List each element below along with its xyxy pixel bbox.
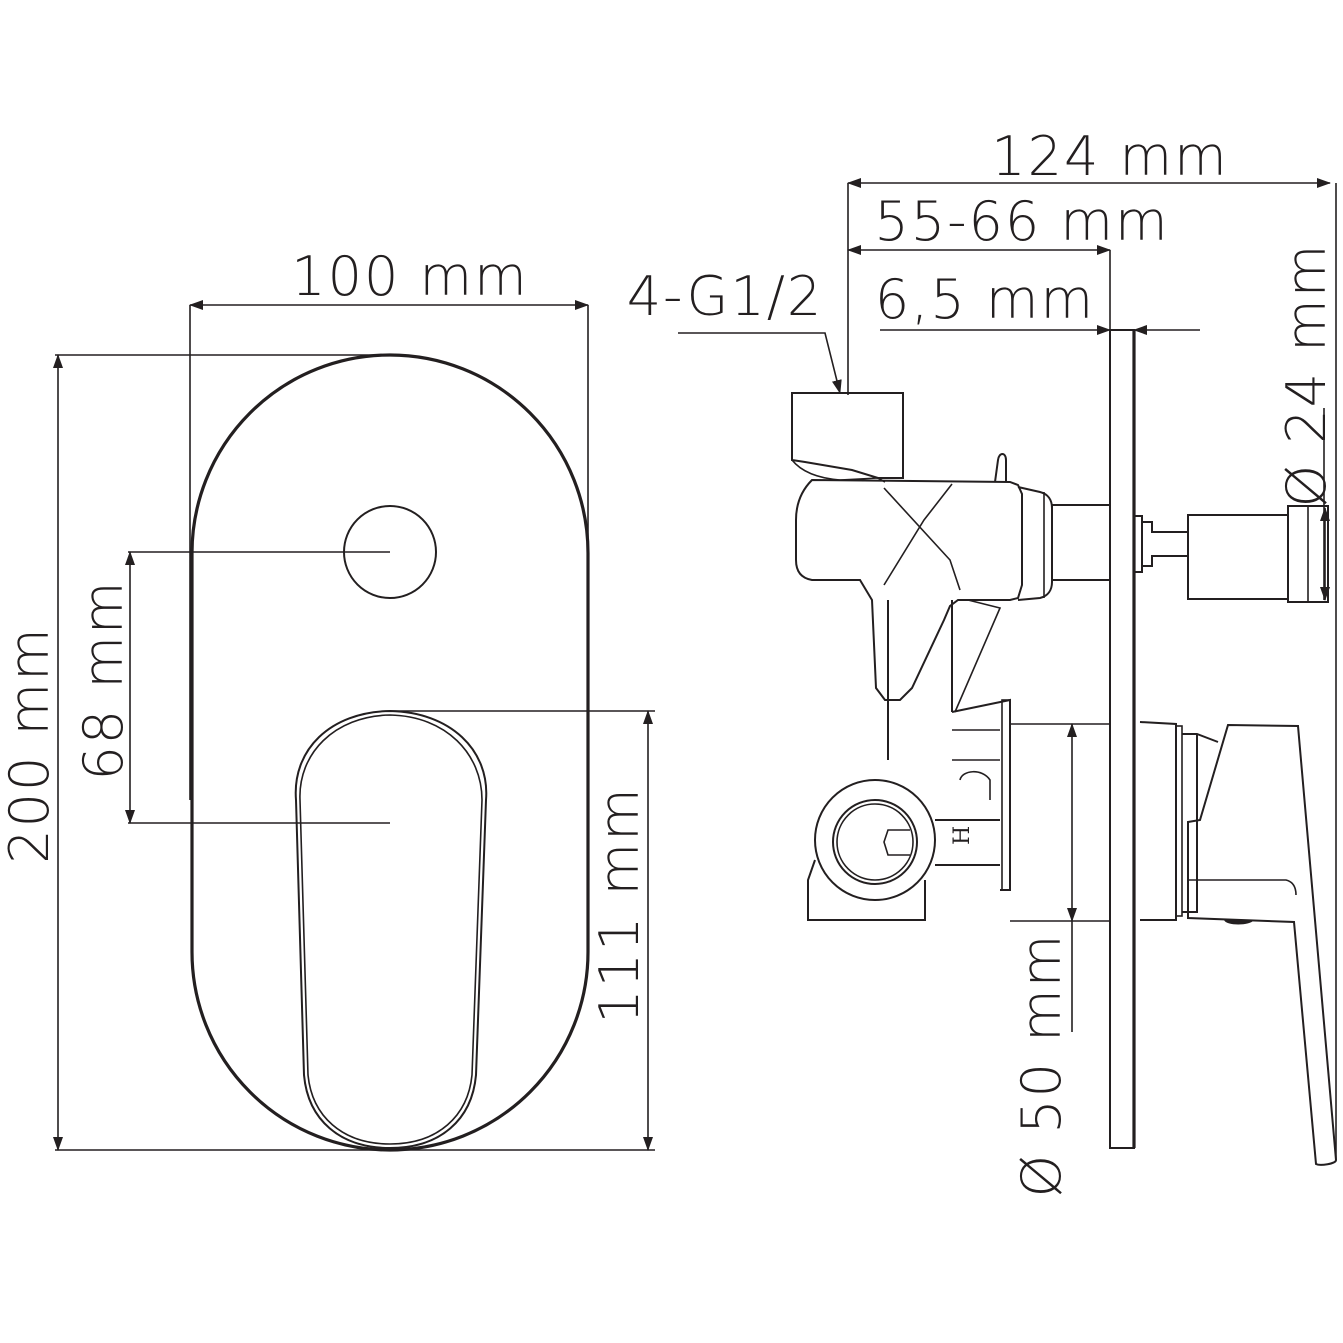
outlet-arm	[935, 819, 1000, 866]
outlet-pin	[883, 829, 910, 856]
install-depth-label: 55-66 mm	[874, 190, 1169, 253]
outlet-ring-inner	[836, 803, 914, 881]
cartridge-diameter-label: Ø 50 mm	[1010, 933, 1073, 1198]
connection-label: 4-G1/2	[627, 265, 824, 328]
outlet-base	[807, 859, 926, 921]
plate-thickness-label: 6,5 mm	[875, 268, 1095, 331]
valve-body-upper	[795, 478, 1023, 701]
body-marking: H	[950, 826, 975, 845]
handle-outline	[294, 709, 488, 1150]
front-view: 100 mm 200 mm 68 mm 111 mm	[0, 245, 655, 1152]
handle-height-label: 111 mm	[588, 786, 651, 1023]
body-pin	[994, 453, 1007, 483]
inlet-block-detail	[791, 459, 886, 483]
body-cross-detail	[883, 483, 961, 591]
outlet-ring-outer	[814, 779, 936, 901]
offset-label: 68 mm	[72, 579, 135, 780]
handle-escutcheon	[1139, 721, 1177, 921]
cover-plate-outline	[190, 353, 590, 1152]
connection-leader	[678, 332, 842, 394]
button-diameter-label: Ø 24 mm	[1275, 243, 1338, 508]
side-view: H 124 mm 55-66 mm 6,5 mm 4-G1/2	[627, 125, 1338, 1197]
inlet-block	[791, 392, 904, 479]
lower-housing-detail	[952, 729, 1000, 800]
upper-flange	[1017, 486, 1053, 601]
handle-inner-outline	[299, 714, 483, 1145]
height-label: 200 mm	[0, 626, 61, 863]
diverter-button-side	[1187, 514, 1289, 600]
handle-screw	[1224, 920, 1254, 925]
handle-lever-side	[1187, 723, 1338, 1166]
total-depth-label: 124 mm	[991, 125, 1228, 188]
width-label: 100 mm	[291, 245, 528, 308]
valve-body-middle	[887, 600, 953, 760]
handle-lever-detail	[1188, 879, 1297, 896]
upper-spindle	[1051, 504, 1111, 581]
button-stem	[1142, 521, 1188, 567]
outlet-ring-middle	[832, 799, 918, 885]
body-rib	[954, 599, 1002, 713]
wall-plate	[1109, 329, 1135, 1149]
